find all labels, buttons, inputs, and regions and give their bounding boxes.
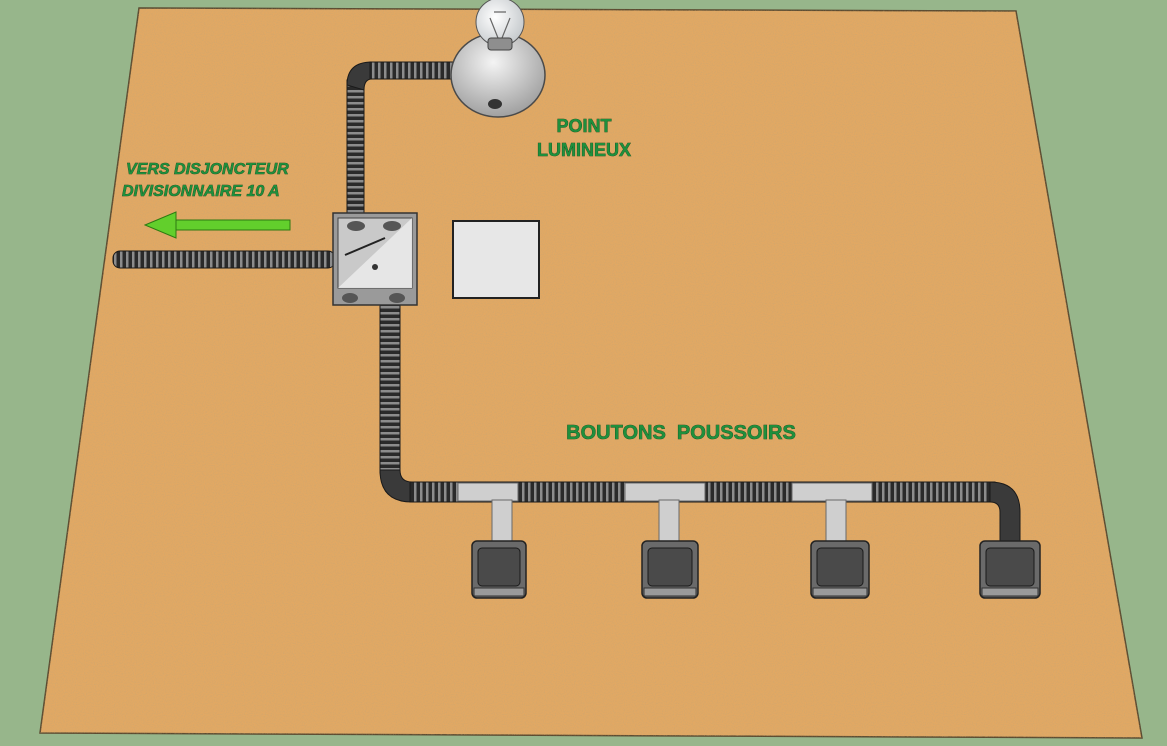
light-point-label-line2: LUMINEUX bbox=[537, 140, 631, 160]
light-point-label-line1: POINT bbox=[556, 116, 611, 136]
breaker-label-line2: DIVISIONNAIRE 10 A bbox=[122, 183, 280, 200]
push-buttons bbox=[471, 540, 1041, 599]
tee-fittings bbox=[457, 482, 873, 546]
push-button-icon bbox=[471, 540, 527, 599]
arrow-left-icon bbox=[143, 211, 291, 239]
push-buttons-label: BOUTONS POUSSOIRS bbox=[566, 422, 796, 444]
junction-box-icon bbox=[332, 212, 418, 306]
conduit-to-buttons-vertical bbox=[379, 297, 401, 474]
junction-box-shade bbox=[338, 218, 412, 288]
push-button-icon bbox=[641, 540, 699, 599]
conduit-to-light-vertical bbox=[346, 79, 365, 221]
push-button-icon bbox=[810, 540, 870, 599]
tee-fitting bbox=[624, 482, 706, 502]
ceiling-rose-hole bbox=[488, 99, 502, 109]
tee-fitting-drop bbox=[825, 499, 847, 546]
conduit-to-breaker bbox=[112, 250, 336, 269]
light-bulb-icon bbox=[475, 0, 525, 51]
conduit-to-light-horizontal bbox=[369, 61, 463, 80]
tee-fitting bbox=[457, 482, 519, 502]
tee-fitting-drop bbox=[491, 499, 513, 546]
tee-fitting bbox=[791, 482, 873, 502]
blank-plate bbox=[452, 220, 540, 299]
tee-fitting-drop bbox=[658, 499, 680, 546]
breaker-label-line1: VERS DISJONCTEUR bbox=[126, 161, 289, 178]
push-button-icon bbox=[979, 540, 1041, 599]
conduits bbox=[112, 61, 1021, 546]
light-point bbox=[450, 0, 546, 118]
